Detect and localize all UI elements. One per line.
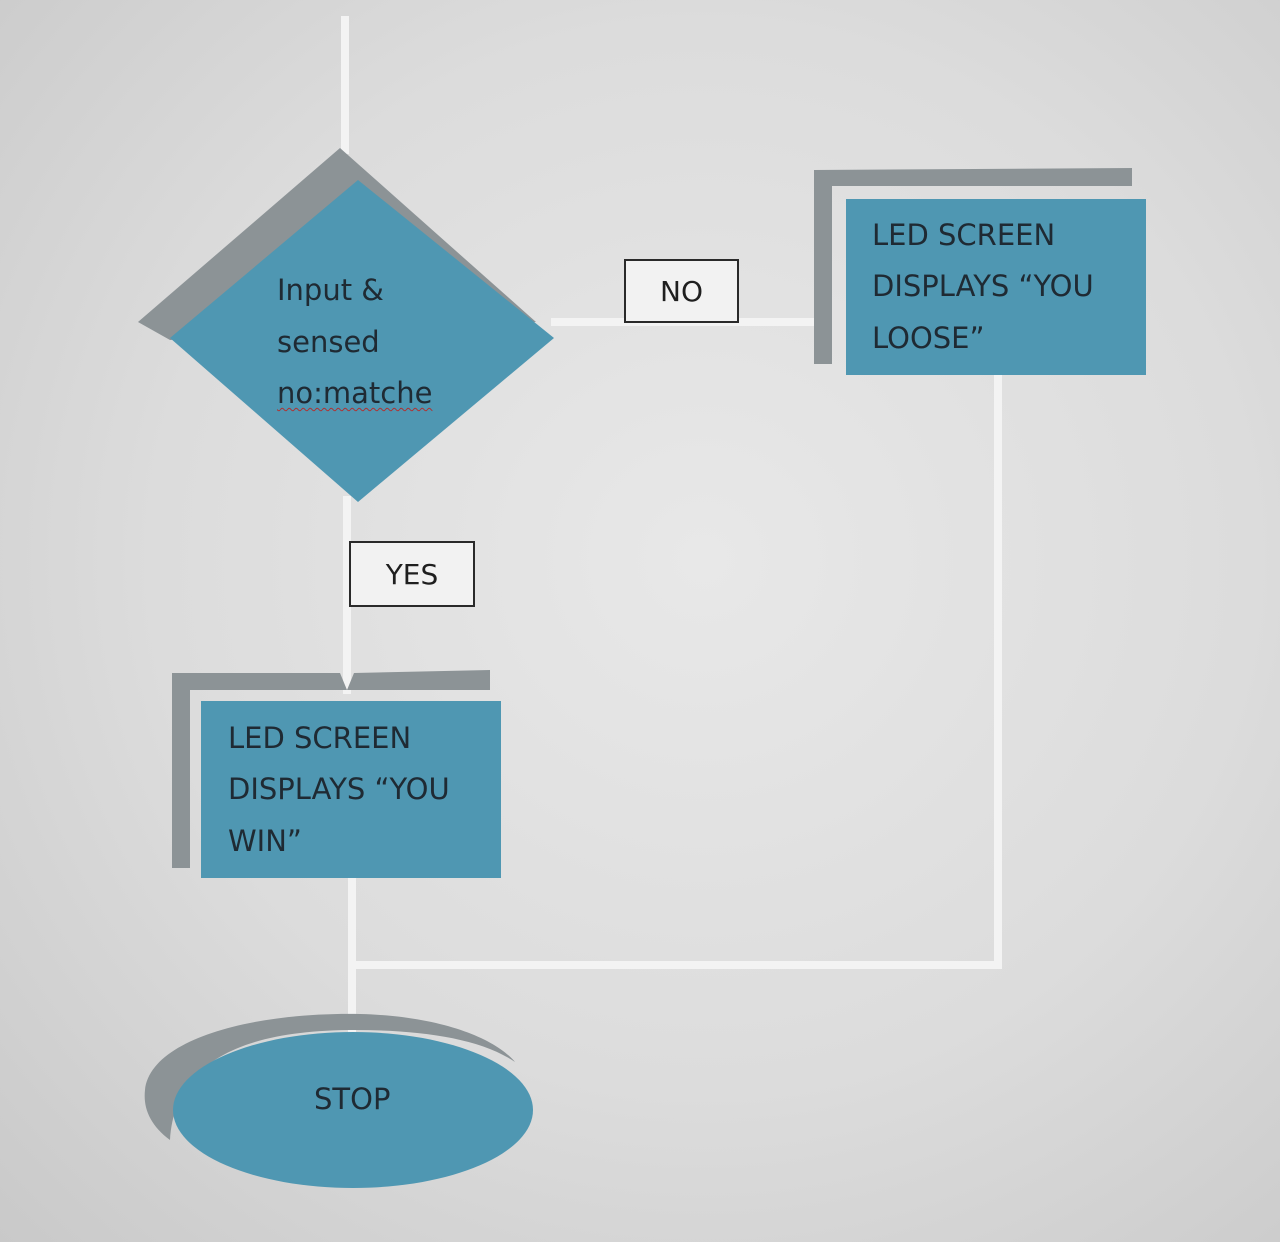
decision-text-line-3: no:matche: [277, 376, 433, 410]
decision-text-line-1: Input &: [277, 273, 384, 307]
no-branch-label: NO: [624, 259, 739, 323]
stop-terminator-shape: [173, 1032, 533, 1188]
lose-box-shape: [846, 199, 1146, 375]
connectors: [341, 16, 1002, 1034]
win-box-shape: [201, 701, 501, 878]
stop-terminator: [144, 1013, 533, 1188]
decision-diamond-shape: [170, 180, 554, 502]
lose-box-text-line-1: LED SCREEN: [872, 218, 1056, 252]
win-process-box: [172, 670, 501, 878]
decision-diamond: [138, 148, 554, 502]
lose-box-text-line-3: LOOSE”: [872, 321, 985, 355]
win-box-text-line-1: LED SCREEN: [228, 721, 412, 755]
stop-terminator-shadow: [144, 1013, 515, 1140]
lose-box-text-line-2: DISPLAYS “YOU: [872, 269, 1094, 303]
win-box-shadow: [172, 670, 490, 868]
win-box-text-line-2: DISPLAYS “YOU: [228, 772, 450, 806]
stop-label: STOP: [314, 1082, 391, 1116]
decision-text-line-2: sensed: [277, 325, 380, 359]
yes-branch-label: YES: [349, 541, 475, 607]
win-box-text-line-3: WIN”: [228, 824, 302, 858]
lose-process-box: [814, 168, 1146, 375]
